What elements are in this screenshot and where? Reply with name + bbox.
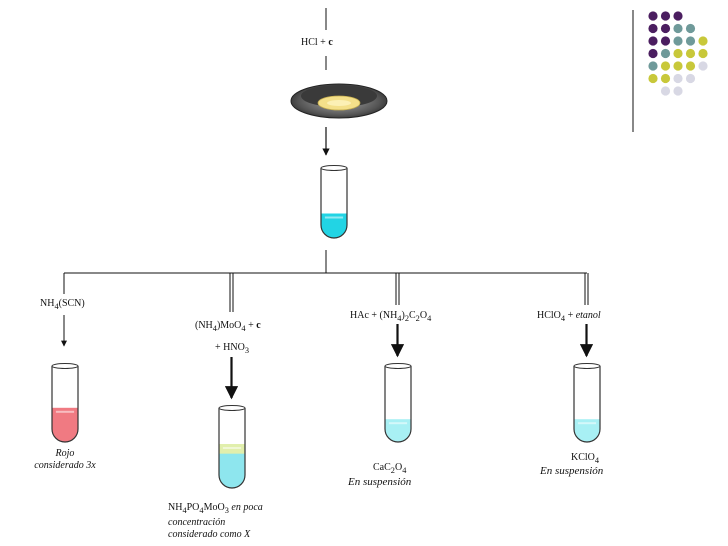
decorative-dot bbox=[698, 36, 708, 46]
tube-shimmer bbox=[388, 422, 408, 425]
decorative-dot bbox=[685, 73, 696, 84]
tube-rim bbox=[384, 363, 412, 369]
decorative-dot bbox=[648, 23, 658, 34]
decorative-dot bbox=[685, 36, 696, 46]
tube-glass bbox=[384, 366, 412, 443]
tube-shimmer bbox=[222, 447, 242, 449]
top-reagent-label: HCl + c bbox=[301, 37, 333, 49]
tube-liquid bbox=[52, 407, 78, 442]
main-test-tube bbox=[320, 165, 348, 239]
tube-glass bbox=[51, 366, 79, 443]
tube-rim bbox=[320, 165, 348, 171]
top-reagent-text: HCl + bbox=[301, 37, 329, 48]
decorative-dot bbox=[660, 36, 671, 46]
decorative-dot bbox=[648, 73, 658, 84]
decorative-dot bbox=[648, 48, 658, 59]
decorative-dot bbox=[648, 61, 658, 71]
decorative-dot bbox=[698, 48, 708, 59]
top-reagent-bold: c bbox=[328, 37, 333, 48]
branch-4-reagent: HClO4 + etanol bbox=[537, 310, 601, 323]
tube-rim bbox=[573, 363, 601, 369]
tube-glass bbox=[320, 168, 348, 239]
decorative-dot bbox=[673, 36, 683, 46]
branch-2-reagent: (NH4)MoO4 + c bbox=[195, 320, 261, 333]
tube-shimmer bbox=[324, 216, 344, 219]
tube-liquid bbox=[385, 419, 411, 442]
decorative-dot bbox=[660, 73, 671, 84]
evaporating-dish bbox=[290, 83, 388, 119]
branch-2-reagent-line2: + HNO3 bbox=[215, 342, 249, 355]
branch-4-result: KClO4 bbox=[571, 452, 600, 465]
decorative-dot bbox=[660, 48, 671, 59]
tube-shimmer bbox=[55, 410, 75, 413]
branch-4-double-line bbox=[579, 273, 594, 358]
tube-glass bbox=[573, 366, 601, 443]
decorative-dot bbox=[673, 11, 683, 21]
decorative-dot bbox=[660, 11, 671, 21]
tube-rim bbox=[51, 363, 79, 369]
branch-3-result: CaC2O4 bbox=[373, 462, 407, 475]
decorative-dot bbox=[660, 61, 671, 71]
test-tube-perchlorate bbox=[573, 363, 601, 443]
branch-3-result-line2: En suspensión bbox=[348, 476, 412, 488]
decorative-dot bbox=[660, 23, 671, 34]
decorative-dot bbox=[673, 86, 683, 96]
decorative-dot bbox=[648, 36, 658, 46]
branch-3-double-line bbox=[390, 273, 405, 358]
decorative-dot-grid bbox=[648, 11, 708, 96]
tube-rim bbox=[218, 405, 246, 411]
branch-4-result-line2: En suspensión bbox=[540, 465, 604, 477]
decorative-dot bbox=[673, 23, 683, 34]
decorative-dot bbox=[648, 11, 658, 21]
tube-liquid bbox=[574, 419, 600, 442]
test-tube-molybdate bbox=[218, 405, 246, 489]
decorative-dot bbox=[698, 61, 708, 71]
decorative-dot bbox=[673, 73, 683, 84]
decorative-dot bbox=[685, 61, 696, 71]
decorative-dot bbox=[685, 23, 696, 34]
test-tube-oxalate bbox=[384, 363, 412, 443]
branch-2-double-line bbox=[224, 273, 239, 400]
decorative-dot bbox=[673, 61, 683, 71]
decorative-dot bbox=[673, 48, 683, 59]
decorative-dot bbox=[660, 86, 671, 96]
decorative-dot bbox=[685, 48, 696, 59]
tube-glass bbox=[218, 408, 246, 489]
branch-1-reagent: NH4(SCN) bbox=[40, 298, 85, 311]
tube-shimmer bbox=[577, 422, 597, 425]
test-tube-thiocyanate bbox=[51, 363, 79, 443]
branch-3-reagent: HAc + (NH4)2C2O4 bbox=[350, 310, 432, 323]
